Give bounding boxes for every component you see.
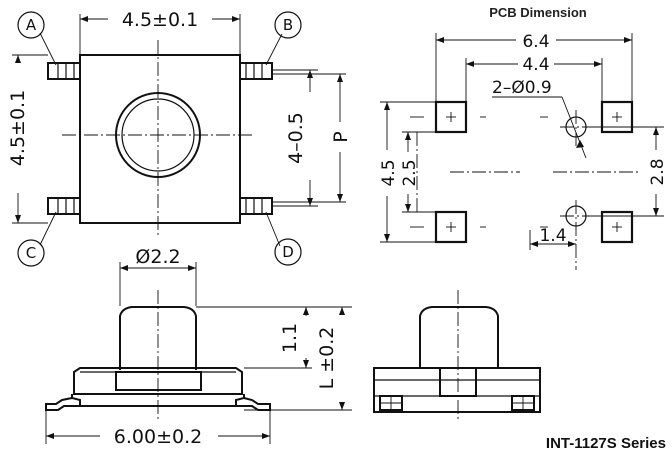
terminal-c-marker	[17, 239, 45, 267]
pcb-overall-height-dimension: 4.5	[379, 159, 399, 186]
top-height-dimension: 4.5±0.1	[7, 90, 29, 166]
terminal-a-pads	[47, 62, 81, 80]
terminal-c-label: C	[26, 244, 36, 262]
terminal-b-pads	[239, 62, 273, 80]
side-view-right	[373, 290, 541, 420]
terminal-a-marker	[17, 11, 45, 39]
pcb-inner-width-dimension: 4.4	[522, 55, 549, 75]
pcb-hole-callout: 2–Ø0.9	[492, 78, 552, 98]
terminal-d-pads	[239, 197, 273, 215]
side-body-outline	[73, 367, 243, 395]
body-width-dimension: 6.00±0.2	[114, 426, 202, 448]
total-height-dimension: L ±0.2	[316, 327, 338, 390]
pcb-overall-width-dimension: 6.4	[522, 32, 549, 52]
switch-body-outline	[79, 54, 241, 224]
terminal-b-marker	[274, 11, 302, 39]
series-label: INT-1127S Series	[546, 435, 666, 452]
pcb-hole-offset-dimension: 1.4	[539, 226, 566, 246]
terminal-a-label: A	[26, 16, 37, 34]
pcb-layout: PCB Dimension	[379, 5, 668, 270]
pin-pitch-dimension: 4–0.5	[285, 112, 307, 164]
pcb-dimension-title: PCB Dimension	[489, 5, 587, 20]
terminal-b-label: B	[283, 16, 293, 34]
p-dimension-label: P	[330, 131, 352, 142]
terminal-d-marker	[274, 238, 302, 266]
terminal-c-pads	[47, 197, 81, 215]
actuator-diameter-dimension: Ø2.2	[135, 246, 180, 268]
top-width-dimension: 4.5±0.1	[122, 9, 198, 31]
actuator-height-dimension: 1.1	[279, 323, 301, 353]
pcb-hole-spacing-dimension: 2.8	[648, 158, 668, 185]
pcb-inner-height-dimension: 2.5	[400, 159, 420, 186]
side-view: Ø2.2 1.1 L ±0.2 6.00±0.2	[45, 246, 352, 448]
pcb-pad-bottom-right	[600, 210, 634, 244]
terminal-d-label: D	[282, 243, 294, 261]
top-view: A B C D 4.5±0.1 4.5±0.1 4–0.5	[7, 9, 352, 267]
